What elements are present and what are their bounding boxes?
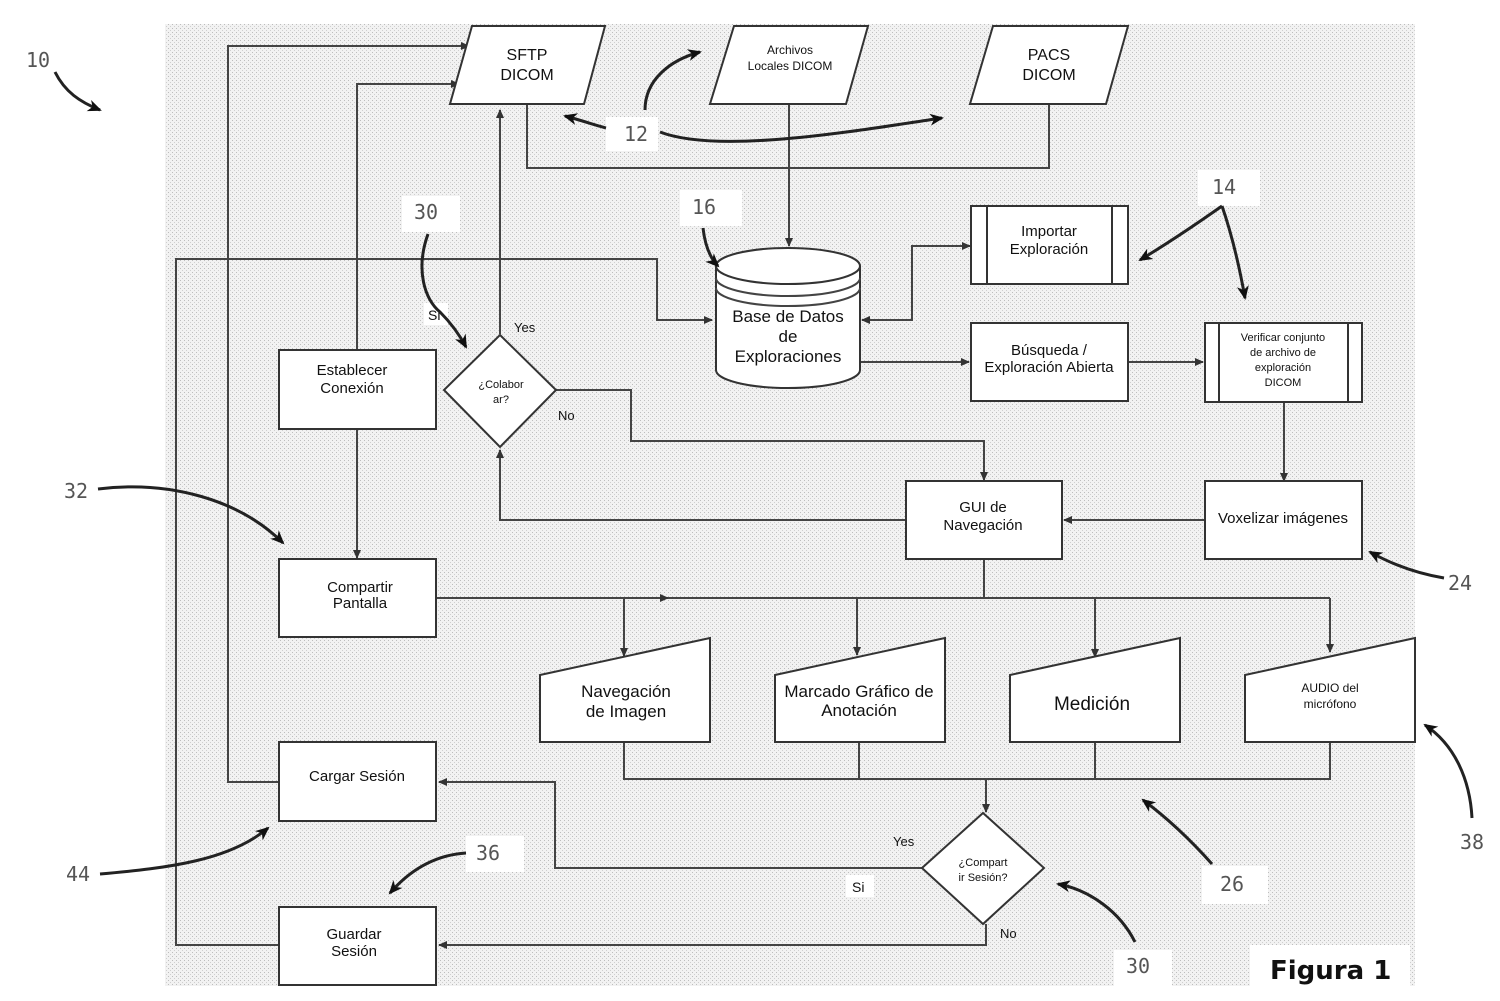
cargar-label: Cargar Sesión bbox=[309, 768, 405, 785]
base-de-datos-node: Base de Datos de Exploraciones bbox=[716, 248, 860, 388]
guardar-sesion-node: Guardar Sesión bbox=[279, 907, 436, 985]
voxelizar-node: Voxelizar imágenes bbox=[1205, 481, 1362, 559]
sftp-label-line2: DICOM bbox=[500, 67, 553, 84]
importar-label-line2: Exploración bbox=[1010, 241, 1088, 258]
pacs-label-line1: PACS bbox=[1028, 47, 1070, 64]
gui-label-line1: GUI de bbox=[959, 499, 1007, 516]
archivos-locales-node: Archivos Locales DICOM bbox=[710, 26, 868, 104]
edge-label-yes-colaborar: Yes bbox=[514, 320, 536, 335]
colaborar-label-line2: ar? bbox=[493, 394, 509, 406]
sftp-dicom-node: SFTP DICOM bbox=[450, 26, 605, 104]
colaborar-label-line1: ¿Colabor bbox=[478, 379, 524, 391]
marcado-label-line2: Anotación bbox=[821, 701, 897, 720]
ref-numeral-10: 10 bbox=[26, 48, 50, 72]
nav-imagen-label-line2: de Imagen bbox=[586, 702, 666, 721]
reference-10: 10 bbox=[26, 48, 100, 110]
medicion-label: Medición bbox=[1054, 694, 1130, 715]
ref-numeral-36: 36 bbox=[476, 841, 500, 865]
verificar-label-line4: DICOM bbox=[1265, 377, 1302, 389]
ref-numeral-44: 44 bbox=[66, 862, 90, 886]
compartir-pantalla-label-line1: Compartir bbox=[327, 579, 393, 596]
database-label-line2: de bbox=[779, 327, 798, 346]
audio-label-line1: AUDIO del bbox=[1301, 681, 1358, 695]
busqueda-node: Búsqueda / Exploración Abierta bbox=[971, 323, 1128, 401]
figure-label: Figura 1 bbox=[1270, 956, 1391, 986]
archivos-label-line2: Locales DICOM bbox=[748, 59, 833, 73]
sftp-label-line1: SFTP bbox=[507, 47, 548, 64]
establecer-label-line1: Establecer bbox=[317, 362, 388, 379]
edge-label-yes-compartir: Yes bbox=[893, 834, 915, 849]
archivos-label-line1: Archivos bbox=[767, 43, 813, 57]
edge-label-si-compartir: Si bbox=[852, 879, 864, 895]
verificar-label-line3: exploración bbox=[1255, 362, 1311, 374]
ref-numeral-24: 24 bbox=[1448, 571, 1472, 595]
compartir-sesion-label-line2: ir Sesión? bbox=[959, 872, 1008, 884]
cargar-sesion-node: Cargar Sesión bbox=[279, 742, 436, 821]
voxelizar-label: Voxelizar imágenes bbox=[1218, 510, 1348, 527]
marcado-label-line1: Marcado Gráfico de bbox=[784, 682, 933, 701]
ref-numeral-16: 16 bbox=[692, 195, 716, 219]
ref-numeral-12: 12 bbox=[624, 122, 648, 146]
database-label-line1: Base de Datos bbox=[732, 307, 844, 326]
guardar-label-line1: Guardar bbox=[326, 926, 381, 943]
ref-numeral-30-top: 30 bbox=[414, 200, 438, 224]
edge-label-no-compartir: No bbox=[1000, 926, 1017, 941]
nav-imagen-label-line1: Navegación bbox=[581, 682, 671, 701]
pacs-label-line2: DICOM bbox=[1022, 67, 1075, 84]
busqueda-label-line2: Exploración Abierta bbox=[984, 359, 1114, 376]
establecer-label-line2: Conexión bbox=[320, 380, 383, 397]
reference-38: 38 bbox=[1425, 725, 1484, 854]
ref-numeral-14: 14 bbox=[1212, 175, 1236, 199]
verificar-label-line1: Verificar conjunto bbox=[1241, 332, 1325, 344]
establecer-conexion-node: Establecer Conexión bbox=[279, 350, 436, 429]
edge-label-no-colaborar: No bbox=[558, 408, 575, 423]
ref-numeral-32: 32 bbox=[64, 479, 88, 503]
busqueda-label-line1: Búsqueda / bbox=[1011, 342, 1088, 359]
audio-label-line2: micrófono bbox=[1304, 697, 1357, 711]
database-label-line3: Exploraciones bbox=[735, 347, 842, 366]
guardar-label-line2: Sesión bbox=[331, 943, 377, 960]
compartir-pantalla-node: Compartir Pantalla bbox=[279, 559, 436, 637]
compartir-sesion-label-line1: ¿Compart bbox=[959, 857, 1008, 869]
ref-numeral-30-bottom: 30 bbox=[1126, 954, 1150, 978]
compartir-pantalla-label-line2: Pantalla bbox=[333, 595, 388, 612]
importar-label-line1: Importar bbox=[1021, 223, 1077, 240]
ref-numeral-38: 38 bbox=[1460, 830, 1484, 854]
gui-navegacion-node: GUI de Navegación bbox=[906, 481, 1062, 559]
ref-numeral-26: 26 bbox=[1220, 872, 1244, 896]
importar-exploracion-node: Importar Exploración bbox=[971, 206, 1128, 284]
gui-label-line2: Navegación bbox=[943, 517, 1022, 534]
verificar-node: Verificar conjunto de archivo de explora… bbox=[1205, 323, 1362, 402]
verificar-label-line2: de archivo de bbox=[1250, 347, 1316, 359]
pacs-dicom-node: PACS DICOM bbox=[970, 26, 1128, 104]
